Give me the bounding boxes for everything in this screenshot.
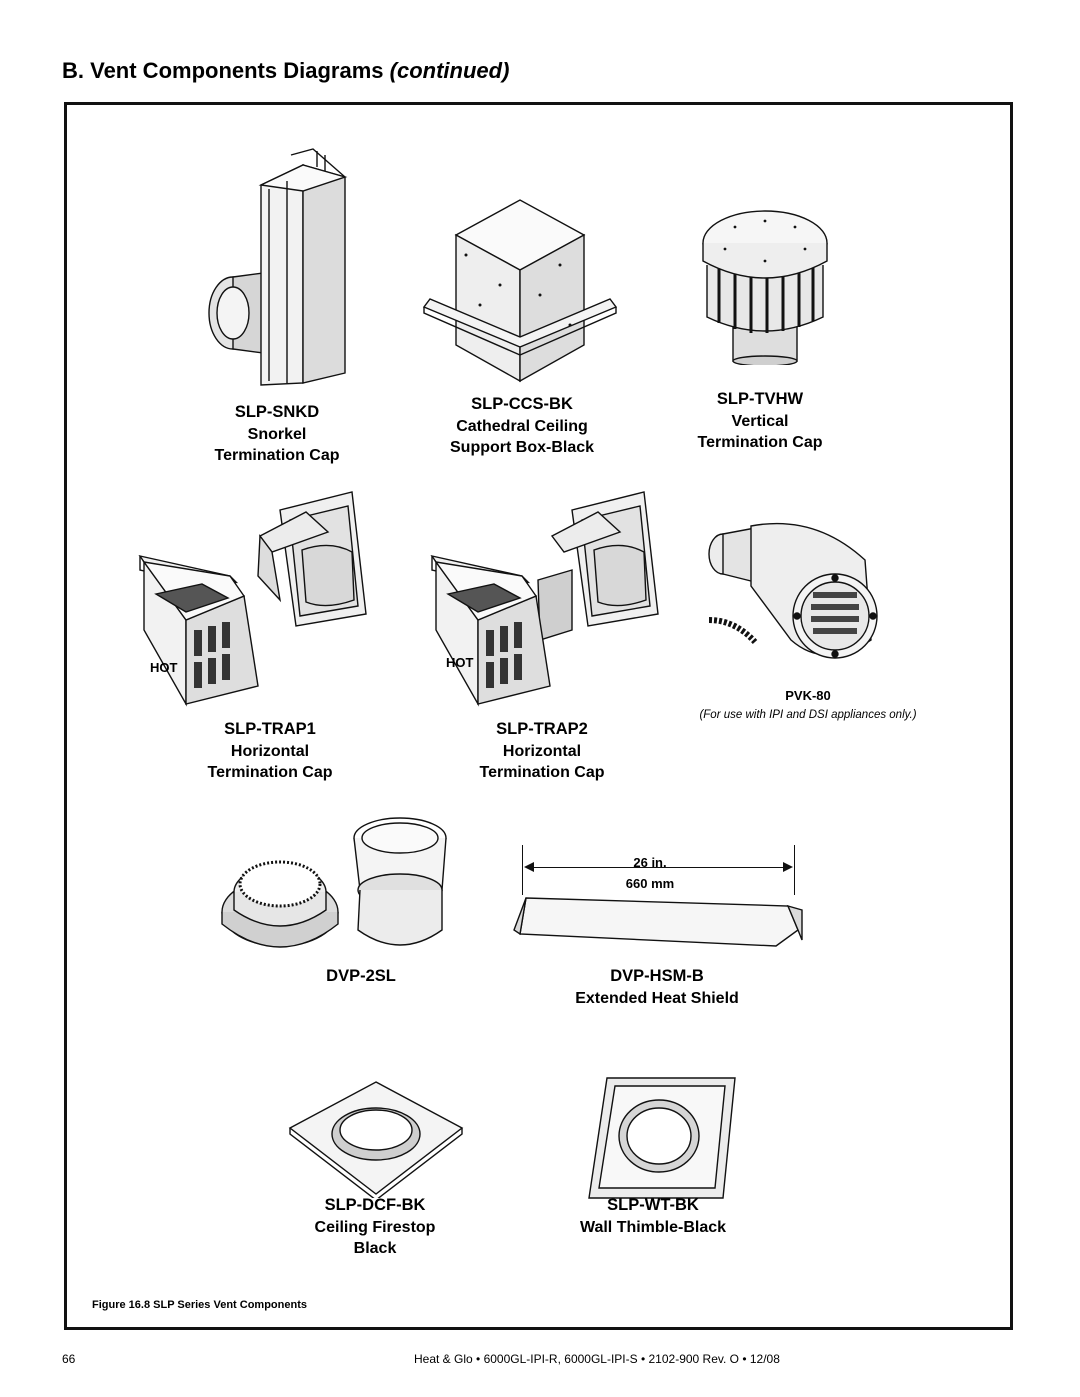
desc-slp-snkd-2: Termination Cap [214,447,340,464]
figure-frame [64,102,1013,1330]
desc-slp-dcf-bk-1: Ceiling Firestop [314,1218,436,1236]
desc-slp-ccs-bk-2: Support Box-Black [449,439,595,456]
label-slp-dcf-bk: SLP-DCF-BK Ceiling Firestop Black [315,1195,436,1260]
desc-slp-tvhw-1: Vertical [731,412,789,430]
label-dvp-hsm-b: DVP-HSM-B Extended Heat Shield [575,966,739,1009]
dvp-2sl-illustration [221,817,447,948]
heat-shield-illustration [513,897,803,947]
note-pvk-80: (For use with IPI and DSI appliances onl… [699,709,917,721]
label-pvk-80: PVK-80 [785,685,831,707]
label-slp-ccs-bk: SLP-CCS-BK Cathedral Ceiling Support Box… [450,394,594,459]
desc-slp-trap2-1: Horizontal [502,742,582,760]
code-slp-trap1: SLP-TRAP1 [224,720,316,738]
desc-slp-trap1-2: Termination Cap [207,764,333,781]
snorkel-illustration [208,148,348,386]
code-slp-dcf-bk: SLP-DCF-BK [324,1196,426,1214]
pvk80-illustration [708,522,878,659]
label-slp-trap2: SLP-TRAP2 Horizontal Termination Cap [479,719,604,784]
desc-slp-snkd-1: Snorkel [247,425,307,443]
label-slp-trap1: SLP-TRAP1 Horizontal Termination Cap [207,719,332,784]
code-slp-snkd: SLP-SNKD [234,403,320,421]
code-slp-tvhw: SLP-TVHW [716,390,804,408]
dimension-label: 26 in. 660 mm [626,852,674,894]
figure-caption: Figure 16.8 SLP Series Vent Components [92,1299,307,1311]
code-dvp-hsm-b: DVP-HSM-B [610,967,704,985]
footer-text: Heat & Glo • 6000GL-IPI-R, 6000GL-IPI-S … [414,1352,780,1366]
desc-slp-wt-bk-1: Wall Thimble-Black [579,1218,727,1236]
ceiling-firestop-illustration [288,1081,464,1198]
desc-slp-tvhw-2: Termination Cap [697,434,823,451]
code-pvk-80: PVK-80 [785,688,831,703]
label-slp-snkd: SLP-SNKD Snorkel Termination Cap [214,402,339,467]
label-slp-tvhw: SLP-TVHW Vertical Termination Cap [697,389,822,454]
desc-slp-trap2-2: Termination Cap [479,764,605,781]
heading-main: B. Vent Components Diagrams [62,58,384,83]
dimension-line [522,845,795,895]
code-slp-trap2: SLP-TRAP2 [496,720,588,738]
trap2-illustration [430,491,659,707]
page-number: 66 [62,1352,76,1366]
desc-slp-ccs-bk-1: Cathedral Ceiling [456,417,588,435]
trap1-illustration [138,491,367,707]
section-heading: B. Vent Components Diagrams (continued) [62,58,509,84]
dimension-metric: 660 mm [625,876,675,891]
hot-warning-label-2: HOT [446,655,474,670]
support-box-illustration [422,199,618,383]
label-dvp-2sl: DVP-2SL [326,966,396,988]
hot-warning-label-1: HOT [150,660,178,675]
desc-dvp-hsm-b-1: Extended Heat Shield [575,989,739,1007]
dimension-imperial: 26 in. [633,855,667,870]
desc-slp-dcf-bk-2: Black [353,1240,397,1257]
desc-slp-trap1-1: Horizontal [230,742,310,760]
vertical-cap-illustration [702,210,828,365]
heading-suffix: (continued) [389,58,510,83]
code-slp-ccs-bk: SLP-CCS-BK [471,395,573,413]
wall-thimble-illustration [588,1077,736,1199]
code-slp-wt-bk: SLP-WT-BK [607,1196,699,1214]
label-slp-wt-bk: SLP-WT-BK Wall Thimble-Black [580,1195,726,1238]
code-dvp-2sl: DVP-2SL [326,967,396,985]
